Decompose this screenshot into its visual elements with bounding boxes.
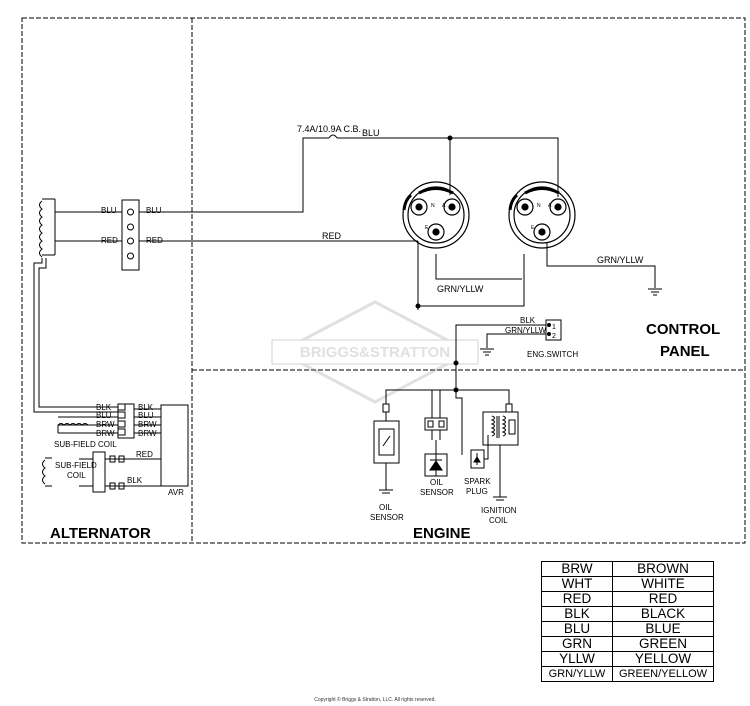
oil-sensor-1 [373,403,400,494]
avr-wire-brw2-left: BRW [96,429,115,438]
avr-connectors [57,403,161,439]
sub-field-coil-2 [42,451,161,493]
legend-code: GRN [541,636,613,652]
sub-field-coil-label-2a: SUB-FIELD [55,461,97,470]
engine-switch [455,319,562,390]
ignition-coil-label-a: IGNITION [481,506,517,515]
wire-label-grn-yllw-right: GRN/YLLW [597,255,644,265]
avr-wire-blu-left: BLU [96,411,112,420]
oil-sensor-2 [424,417,448,477]
legend-code: BLK [541,606,613,622]
wire-label-blu-left: BLU [101,206,117,215]
sub-field-coil-label-1: SUB-FIELD COIL [54,440,117,449]
switch-wire-grn-yllw: GRN/YLLW [505,326,547,335]
legend-color-name: RED [612,591,714,607]
oil-sensor-1-label-a: OIL [379,503,392,512]
ground-symbol-panel [648,288,662,296]
avr-wire-blk-right: BLK [138,403,154,412]
avr-wire-brw1-right: BRW [138,420,157,429]
spark-plug [470,435,489,469]
engine-title: ENGINE [413,525,471,542]
legend-color-name: BLUE [612,621,714,637]
outlet-right-n: N [537,203,541,209]
avr-wire-blu-right: BLU [138,411,154,420]
breaker-label: 7.4A/10.9A C.B. [297,124,361,134]
control-panel-title-2: PANEL [660,343,710,360]
avr-label: AVR [168,488,184,497]
legend-code: YLLW [541,651,613,667]
terminal-block [121,199,140,271]
outlet-left [402,181,470,249]
switch-pin-1: 1 [552,324,556,331]
legend-color-name: WHITE [612,576,714,592]
outlet-left-a: A [442,203,446,209]
switch-wire-blk: BLK [520,316,536,325]
sub-field-coil-label-2b: COIL [67,471,86,480]
avr-wire-blk-left: BLK [96,403,112,412]
oil-sensor-2-label-a: OIL [430,478,443,487]
legend-color-name: GREEN/YELLOW [612,666,714,682]
legend-color-name: BROWN [612,561,714,577]
outlet-right-a: A [548,203,552,209]
stator-winding [33,198,122,413]
ground-symbol-switch [480,348,494,356]
wire-label-red-mid: RED [322,231,342,241]
alternator-title: ALTERNATOR [50,525,151,542]
legend-color-name: GREEN [612,636,714,652]
legend-code: BRW [541,561,613,577]
avr-wire-brw1-left: BRW [96,420,115,429]
avr-wire-blk2: BLK [127,476,143,485]
eng-switch-label: ENG.SWITCH [527,350,578,359]
wire-label-red-left: RED [101,236,118,245]
watermark-text: BRIGGS&STRATTON [300,344,450,361]
legend-code: BLU [541,621,613,637]
spark-plug-label-b: PLUG [466,487,488,496]
avr-wire-brw2-right: BRW [138,429,157,438]
outlet-left-e: E [425,225,429,231]
legend-code: RED [541,591,613,607]
avr-wire-red: RED [136,450,153,459]
legend-code: GRN/YLLW [541,666,613,682]
legend-color-name: YELLOW [612,651,714,667]
outlet-left-n: N [431,203,435,209]
wire-label-grn-yllw-mid: GRN/YLLW [437,284,484,294]
watermark: BRIGGS&STRATTON [271,300,479,404]
frame [21,17,746,544]
main-wires [139,134,656,310]
avr-box [160,404,189,487]
engine-wiring [385,389,510,455]
control-panel-title: CONTROL [646,321,720,338]
wire-label-blu-top: BLU [362,128,380,138]
outlet-right [508,181,576,249]
ignition-coil [482,403,519,501]
copyright-notice: Copyright © Briggs & Stratton, LLC. All … [314,697,436,703]
ignition-coil-label-b: COIL [489,516,508,525]
wire-label-blu-right: BLU [146,206,162,215]
legend-code: WHT [541,576,613,592]
outlet-right-e: E [531,225,535,231]
legend-color-name: BLACK [612,606,714,622]
switch-pin-2: 2 [552,333,556,340]
oil-sensor-1-label-b: SENSOR [370,513,404,522]
oil-sensor-2-label-b: SENSOR [420,488,454,497]
spark-plug-label-a: SPARK [464,477,491,486]
